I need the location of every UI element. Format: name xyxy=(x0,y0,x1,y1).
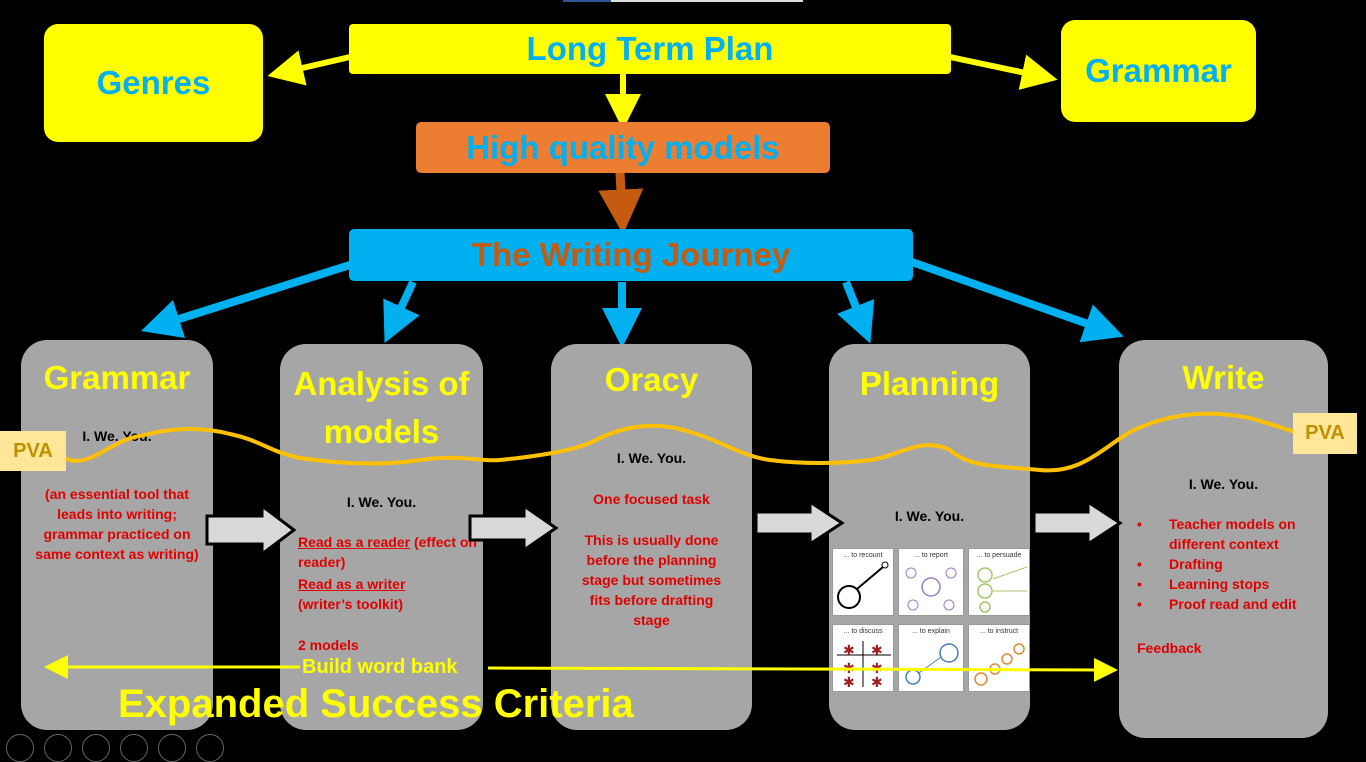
expanded-success-criteria: Expanded Success Criteria xyxy=(118,682,634,726)
write-bullet: •Drafting xyxy=(1137,556,1223,572)
high-quality-models-label: High quality models xyxy=(466,128,780,166)
genres-box: Genres xyxy=(44,24,263,142)
pva-right-label: PVA xyxy=(1293,413,1357,454)
word-bank-line-right xyxy=(487,657,1118,682)
top-bar-accent xyxy=(563,0,611,2)
stage-analysis-i-we-you: I. We. You. xyxy=(346,494,417,510)
stage-analysis-two-models: 2 models xyxy=(298,637,359,653)
stage-write-title: Write xyxy=(1182,359,1265,396)
stage-grammar-i-we-you: I. We. You. xyxy=(82,428,152,444)
thumb-persuade: ... to persuade xyxy=(968,548,1030,616)
stage-grammar-note: (an essential tool that leads into writi… xyxy=(35,486,199,562)
svg-text:✱: ✱ xyxy=(871,642,883,658)
connector-layer xyxy=(140,50,1124,348)
stage-analysis-title-line1: Analysis of xyxy=(293,365,470,402)
arrow-to-stage-planning xyxy=(837,280,875,344)
writing-journey-box: The Writing Journey xyxy=(349,229,913,281)
read-as-writer-link: Read as a writer xyxy=(298,576,406,592)
read-as-reader-rest: (effect on reader) xyxy=(298,534,477,570)
stage-planning-title: Planning xyxy=(859,365,1000,402)
stage-planning-i-we-you: I. We. You. xyxy=(894,508,965,524)
stage-analysis-read-reader: Read as a reader (effect on reader) xyxy=(298,532,480,572)
stage-analysis-title-line2: models xyxy=(323,413,440,450)
write-bullet: •Teacher models on different context xyxy=(1137,516,1296,552)
stage-oracy-usually: This is usually done before the planning… xyxy=(581,532,722,628)
stage-oracy-title: Oracy xyxy=(604,361,699,398)
read-as-writer-rest: (writer’s toolkit) xyxy=(298,596,404,612)
arrow-to-grammar-top xyxy=(949,54,1058,90)
writing-journey-label: The Writing Journey xyxy=(471,236,791,273)
overlay-layer xyxy=(44,411,1301,682)
stage-analysis: Analysis of models I. We. You. Read as a… xyxy=(280,344,483,730)
build-word-bank-label: Build word bank xyxy=(302,656,458,678)
slide-control-zoom[interactable] xyxy=(158,734,186,762)
arrow-to-stage-write xyxy=(910,258,1124,343)
slide-control-next[interactable] xyxy=(44,734,72,762)
long-term-plan-box: Long Term Plan xyxy=(349,24,951,74)
slide-control-more[interactable] xyxy=(196,734,224,762)
high-quality-models-box: High quality models xyxy=(416,122,830,173)
stage-write-i-we-you: I. We. You. xyxy=(1188,476,1259,492)
slide-control-prev[interactable] xyxy=(6,734,34,762)
stage-analysis-read-writer: Read as a writer (writer’s toolkit) xyxy=(298,574,480,614)
slide-control-pen[interactable] xyxy=(82,734,110,762)
arrow-to-stage-grammar xyxy=(140,261,352,339)
block-arrow-2 xyxy=(468,503,559,553)
grammar-top-label: Grammar xyxy=(1085,52,1232,89)
long-term-plan-label: Long Term Plan xyxy=(526,30,774,67)
top-bar xyxy=(563,0,803,2)
thumb-report: ... to report xyxy=(898,548,964,616)
thumb-explain: ... to explain xyxy=(898,624,964,692)
block-arrow-3 xyxy=(754,499,845,547)
svg-text:✱: ✱ xyxy=(871,674,883,689)
stage-oracy-focused: One focused task xyxy=(593,491,710,507)
stage-write-bullets: •Teacher models on different context •Dr… xyxy=(1119,514,1351,614)
genres-label: Genres xyxy=(96,64,211,101)
stage-grammar-title: Grammar xyxy=(43,359,191,396)
slide-control-grid[interactable] xyxy=(120,734,148,762)
write-bullet: •Proof read and edit xyxy=(1137,596,1297,612)
stage-write: Write I. We. You. •Teacher models on dif… xyxy=(1119,340,1328,738)
arrow-to-stage-analysis xyxy=(383,280,420,344)
stage-oracy-i-we-you: I. We. You. xyxy=(616,450,687,466)
stage-write-feedback: Feedback xyxy=(1137,640,1202,656)
thumb-instruct: ... to instruct xyxy=(968,624,1030,692)
block-arrow-1 xyxy=(205,503,297,557)
write-bullet: •Learning stops xyxy=(1137,576,1270,592)
svg-text:✱: ✱ xyxy=(843,642,855,658)
svg-text:✱: ✱ xyxy=(843,674,855,689)
block-arrow-4 xyxy=(1032,499,1123,547)
thumb-recount: ... to recount xyxy=(832,548,894,616)
stage-oracy: Oracy I. We. You. One focused task This … xyxy=(551,344,752,730)
arrow-to-journey xyxy=(598,171,644,235)
pva-wave xyxy=(63,411,1301,473)
arrow-to-genres xyxy=(267,50,351,86)
read-as-reader-link: Read as a reader xyxy=(298,534,411,550)
grammar-top-box: Grammar xyxy=(1061,20,1256,122)
pva-left-label: PVA xyxy=(0,431,66,471)
